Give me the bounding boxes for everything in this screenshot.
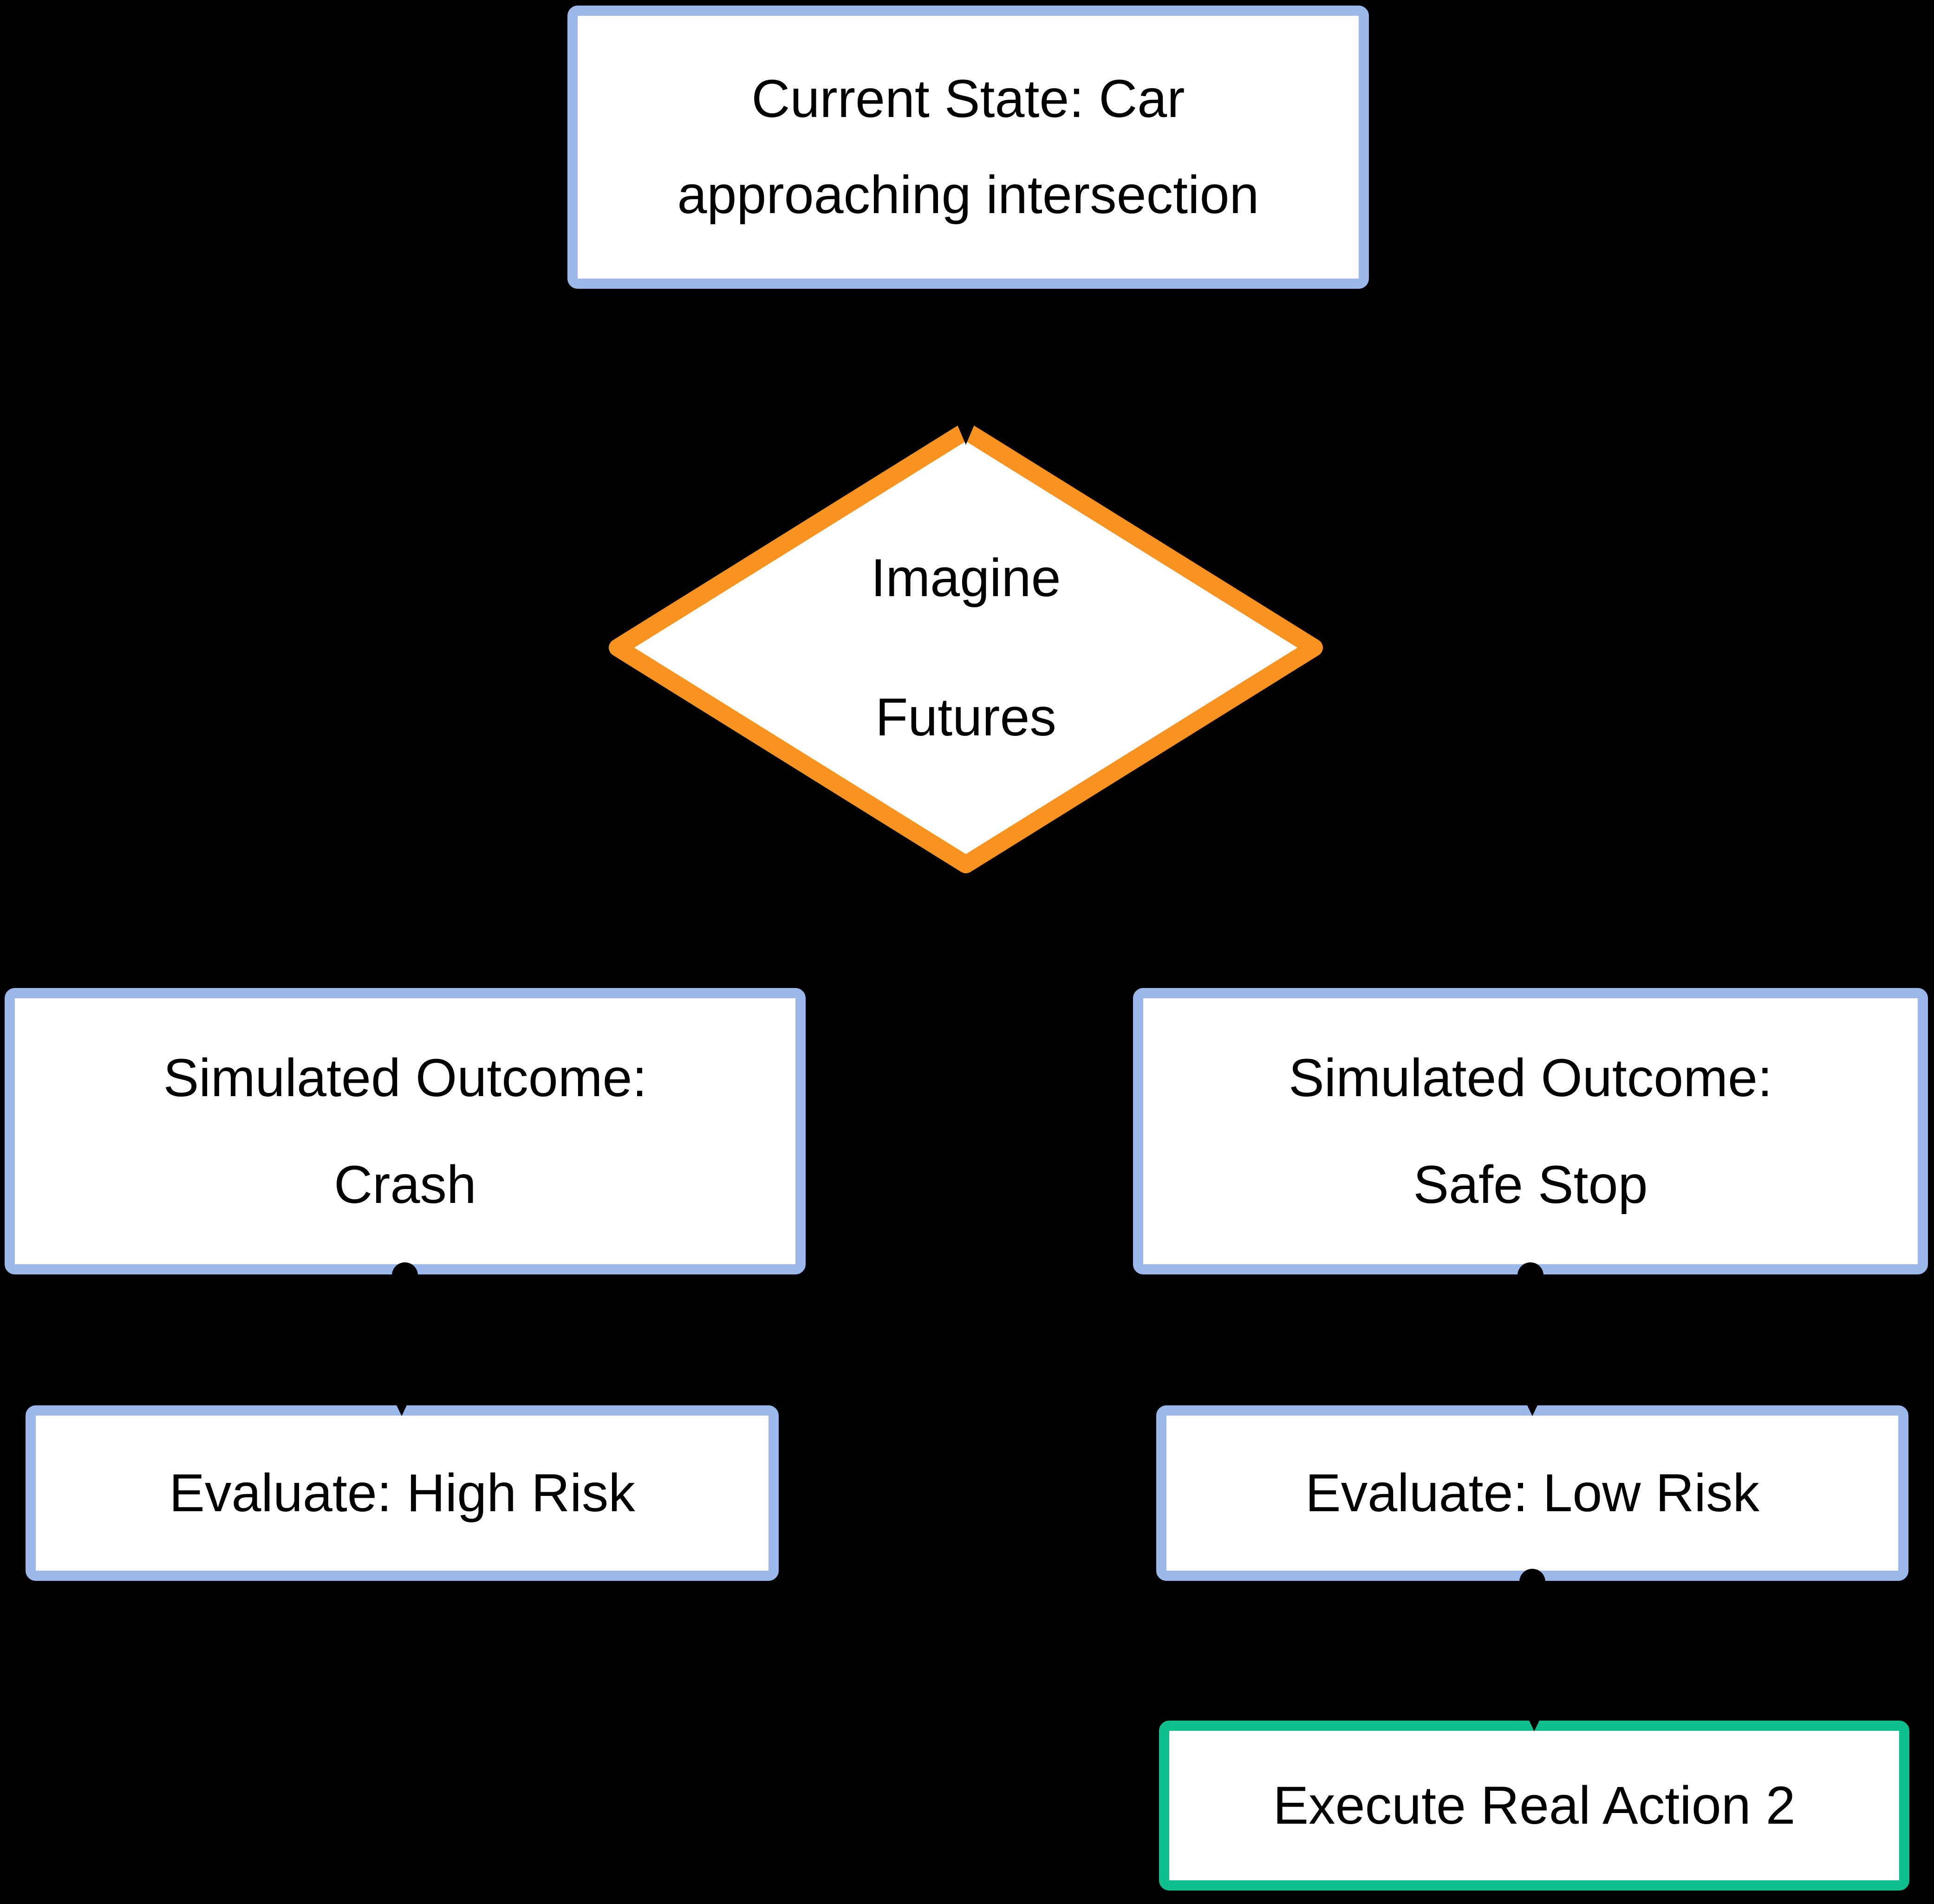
node-current-state: Current State: Car approaching intersect… <box>567 6 1369 289</box>
node-current-state-label: Current State: Car approaching intersect… <box>677 51 1259 243</box>
node-simulated-outcome-crash: Simulated Outcome: Crash <box>5 988 806 1274</box>
node-sim-safe-stop-line2: Safe Stop <box>1413 1155 1648 1215</box>
node-sim-crash-line2: Crash <box>334 1155 476 1215</box>
decision-imagine-futures-label: Imagine Futures <box>618 508 1314 787</box>
node-evaluate-high-risk: Evaluate: High Risk <box>26 1405 779 1581</box>
node-evaluate-low-risk: Evaluate: Low Risk <box>1156 1405 1908 1581</box>
node-sim-crash-line1: Simulated Outcome: <box>163 1048 647 1108</box>
node-current-state-line1: Current State: Car <box>751 69 1185 129</box>
node-sim-safe-stop-line1: Simulated Outcome: <box>1289 1048 1772 1108</box>
decision-label-line1: Imagine <box>871 548 1061 608</box>
node-simulated-outcome-safe-stop-label: Simulated Outcome: Safe Stop <box>1289 1025 1772 1238</box>
decision-imagine-futures-diamond <box>609 422 1323 873</box>
decision-label-line2: Futures <box>875 688 1056 747</box>
node-evaluate-high-risk-label: Evaluate: High Risk <box>169 1463 635 1523</box>
node-current-state-line2: approaching intersection <box>677 165 1259 225</box>
node-execute-real-action: Execute Real Action 2 <box>1159 1721 1909 1891</box>
node-simulated-outcome-safe-stop: Simulated Outcome: Safe Stop <box>1133 988 1928 1274</box>
node-execute-real-action-label: Execute Real Action 2 <box>1273 1776 1796 1835</box>
edge-arrowhead-into-diamond <box>950 408 982 445</box>
node-simulated-outcome-crash-label: Simulated Outcome: Crash <box>163 1025 647 1238</box>
node-evaluate-low-risk-label: Evaluate: Low Risk <box>1305 1463 1759 1523</box>
